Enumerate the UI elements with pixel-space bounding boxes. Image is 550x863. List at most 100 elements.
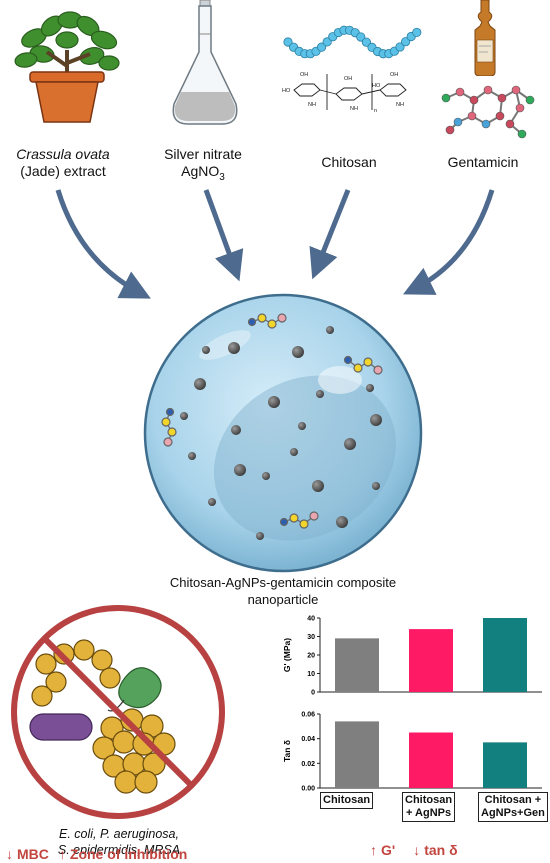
x-category-2-l2: + AgNPs xyxy=(405,807,452,819)
x-category-1-l1: Chitosan xyxy=(323,794,371,806)
svg-text:OH: OH xyxy=(344,76,352,82)
mbc-label: MBC xyxy=(17,846,49,862)
bacteria-effects: ↓ MBC ↑ Zone of inhibition xyxy=(6,846,246,862)
silver-nanoparticle xyxy=(290,448,298,456)
silver-nanoparticle xyxy=(336,516,348,528)
bar xyxy=(409,732,453,788)
gentamicin-label: Gentamicin xyxy=(447,154,519,170)
y-axis-title: Tan δ xyxy=(282,740,292,762)
drug-molecule xyxy=(279,511,319,529)
bar xyxy=(335,721,379,788)
silver-nanoparticle xyxy=(316,390,324,398)
y-tick-label: 0.02 xyxy=(301,761,315,768)
silver-nitrate-name: Silver nitrate xyxy=(164,146,242,162)
tan-delta-label: tan δ xyxy=(424,842,458,858)
silver-nanoparticle xyxy=(292,346,304,358)
silver-nanoparticle xyxy=(326,326,334,334)
x-category-1: Chitosan xyxy=(320,792,374,809)
purple-rod-bacterium xyxy=(29,713,93,741)
y-axis-title: G' (MPa) xyxy=(282,638,292,672)
y-tick-label: 10 xyxy=(307,671,315,678)
bar xyxy=(483,742,527,788)
antibacterial-icon xyxy=(11,605,225,819)
crassula-name: Crassula ovata xyxy=(16,146,110,162)
bar xyxy=(483,618,527,692)
y-tick-label: 40 xyxy=(307,616,315,623)
composite-nanoparticle xyxy=(143,293,423,573)
crassula-label: Crassula ovata (Jade) extract xyxy=(0,146,126,180)
x-category-3: Chitosan + AgNPs+Gen xyxy=(478,792,548,822)
jade-plant-icon xyxy=(14,11,120,123)
g-prime-label: G' xyxy=(381,842,396,858)
zone-label: Zone of inhibition xyxy=(69,846,188,862)
x-category-2-l1: Chitosan xyxy=(405,794,453,806)
composite-caption: Chitosan-AgNPs-gentamicin composite nano… xyxy=(140,574,426,608)
chitosan-label: Chitosan xyxy=(321,154,377,170)
y-tick-label: 0.04 xyxy=(301,736,315,743)
drug-molecule xyxy=(343,355,383,375)
silver-nanoparticle xyxy=(370,414,382,426)
bacteria-line1: E. coli, P. aeruginosa, xyxy=(59,827,179,841)
svg-text:OH: OH xyxy=(300,72,308,78)
silver-nanoparticle xyxy=(180,412,188,420)
arrow-gentamicin xyxy=(402,189,495,295)
arrow-crassula xyxy=(55,189,151,299)
svg-text:HO: HO xyxy=(282,88,291,94)
silver-nanoparticle xyxy=(262,472,270,480)
svg-text:NH: NH xyxy=(350,106,358,112)
chitosan-bead xyxy=(316,42,327,52)
silver-nanoparticle xyxy=(234,464,246,476)
y-tick-label: 30 xyxy=(307,634,315,641)
silver-nanoparticle xyxy=(194,378,206,390)
arrow-down-icon: ↓ xyxy=(6,846,13,862)
silver-nanoparticle xyxy=(366,384,374,392)
arrow-down-icon: ↓ xyxy=(413,842,421,858)
chitosan-bead xyxy=(322,37,332,47)
crassula-extract: (Jade) extract xyxy=(20,163,106,179)
ampoule-icon xyxy=(474,0,496,76)
silver-nanoparticle xyxy=(228,342,240,354)
silver-nanoparticle xyxy=(372,482,380,490)
arrow-chitosan xyxy=(309,189,351,280)
svg-text:HO: HO xyxy=(372,83,381,89)
silver-nanoparticle xyxy=(231,425,241,435)
svg-text:OH: OH xyxy=(390,72,398,78)
silver-nitrate-formula: AgNO3 xyxy=(181,163,225,183)
svg-text:NH: NH xyxy=(308,102,316,108)
flow-arrows xyxy=(55,189,495,299)
y-tick-label: 20 xyxy=(307,653,315,660)
silver-nanoparticle xyxy=(298,422,306,430)
chitosan-bead xyxy=(283,37,293,47)
silver-nanoparticle xyxy=(344,438,356,450)
svg-text:NH: NH xyxy=(396,102,404,108)
bar xyxy=(409,629,453,692)
arrow-silver xyxy=(203,189,244,282)
bacteria-line2: S. epidermidis, MRSA xyxy=(57,843,181,857)
chitosan-bead xyxy=(412,27,422,38)
drug-molecule xyxy=(247,313,287,329)
x-category-3-l2: AgNPs+Gen xyxy=(481,807,545,819)
staph-cluster xyxy=(92,708,176,794)
silver-nanoparticle xyxy=(188,452,196,460)
silver-nanoparticle xyxy=(202,346,210,354)
x-category-3-l1: Chitosan + xyxy=(484,794,542,806)
chitosan-bead xyxy=(395,42,405,52)
silver-nanoparticle xyxy=(268,396,280,408)
chitosan-chain-icon xyxy=(283,25,422,59)
composite-caption-line1: Chitosan-AgNPs-gentamicin composite xyxy=(169,575,397,590)
bacteria-list: E. coli, P. aeruginosa, S. epidermidis, … xyxy=(0,826,238,858)
x-category-2: Chitosan + AgNPs xyxy=(402,792,456,822)
green-rod-bacterium xyxy=(107,667,162,712)
chitosan-bead xyxy=(401,37,411,47)
chitosan-bead xyxy=(356,32,366,42)
gentamicin-molecule-icon xyxy=(441,85,535,139)
arrow-up-icon: ↑ xyxy=(370,842,377,858)
bar xyxy=(335,638,379,692)
chitosan-structure-icon: OH HO NH OH NH OH HO NH n xyxy=(282,72,407,112)
y-tick-label: 0.06 xyxy=(301,712,315,719)
charts-effects: ↑ G' ↓ tan δ xyxy=(370,842,540,858)
y-tick-label: 0.00 xyxy=(301,786,315,793)
y-tick-label: 0 xyxy=(311,690,315,697)
silver-nitrate-label: Silver nitrate AgNO3 xyxy=(140,146,266,186)
